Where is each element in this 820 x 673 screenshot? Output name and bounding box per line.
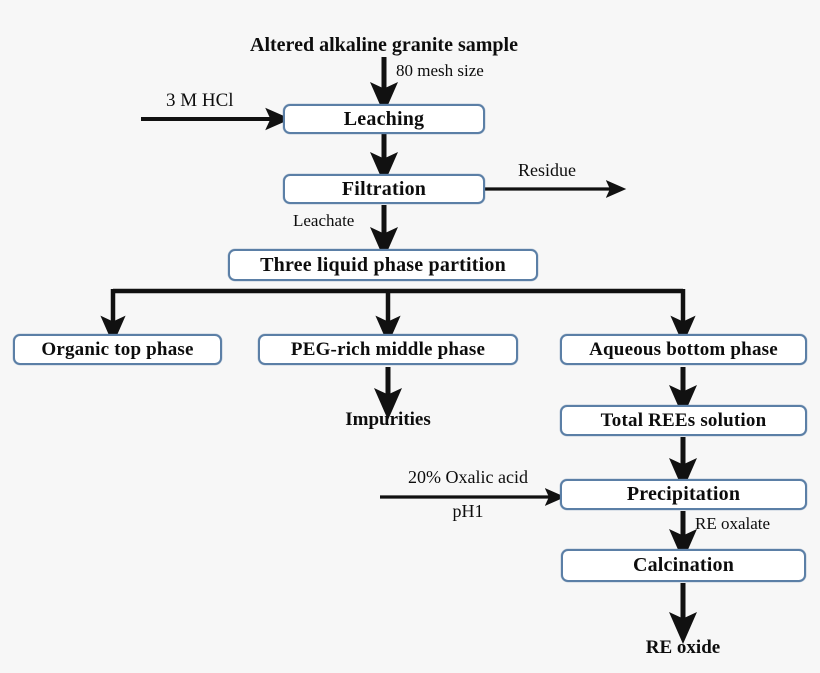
node-peg-rich-middle-phase[interactable]: PEG-rich middle phase — [258, 334, 518, 365]
residue-label: Residue — [518, 160, 576, 180]
node-leaching[interactable]: Leaching — [283, 104, 485, 134]
node-three-liquid-phase-partition[interactable]: Three liquid phase partition — [228, 249, 538, 281]
node-precipitation[interactable]: Precipitation — [560, 479, 807, 510]
re-oxalate-label: RE oxalate — [695, 514, 771, 533]
leachate-label: Leachate — [293, 211, 355, 230]
oxalic-acid-label: 20% Oxalic acid — [408, 467, 528, 487]
node-calcination[interactable]: Calcination — [561, 549, 806, 582]
node-filtration[interactable]: Filtration — [283, 174, 485, 204]
re-oxide-label: RE oxide — [645, 637, 721, 658]
input-sample-label: Altered alkaline granite sample — [250, 34, 518, 56]
impurities-label: Impurities — [345, 409, 431, 430]
node-organic-top-phase[interactable]: Organic top phase — [13, 334, 222, 365]
ph-value-label: pH1 — [452, 501, 484, 521]
node-aqueous-bottom-phase[interactable]: Aqueous bottom phase — [560, 334, 807, 365]
hcl-reagent-label: 3 M HCl — [166, 90, 234, 111]
mesh-size-label: 80 mesh size — [396, 61, 484, 80]
node-total-rees-solution[interactable]: Total REEs solution — [560, 405, 807, 436]
